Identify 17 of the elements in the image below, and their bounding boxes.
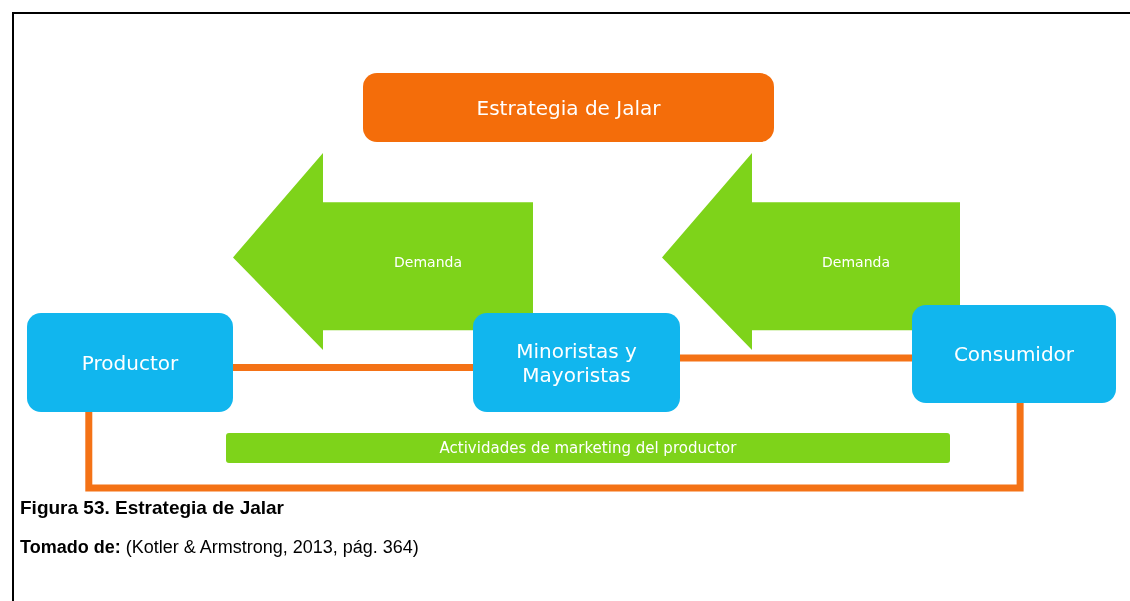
process-box <box>912 305 1116 403</box>
connector-line <box>233 364 473 371</box>
node-label: Actividades de marketing del productor <box>439 439 737 457</box>
process-box <box>473 313 680 412</box>
node-label: Consumidor <box>953 342 1075 366</box>
figure-caption: Figura 53. Estrategia de Jalar <box>20 497 284 519</box>
source-note: Tomado de: (Kotler & Armstrong, 2013, pág. 364) <box>20 537 419 558</box>
process-box <box>27 313 233 412</box>
node-label: Minoristas y Mayoristas <box>515 338 638 387</box>
connector-line <box>85 403 1024 492</box>
banner-bar <box>226 433 950 463</box>
connector-line <box>680 354 912 362</box>
process-box <box>363 73 774 142</box>
node-label: Demanda <box>822 253 890 270</box>
node-label: Productor <box>81 350 179 375</box>
node-label: Demanda <box>394 253 462 270</box>
node-label: Estrategia de Jalar <box>476 95 661 120</box>
